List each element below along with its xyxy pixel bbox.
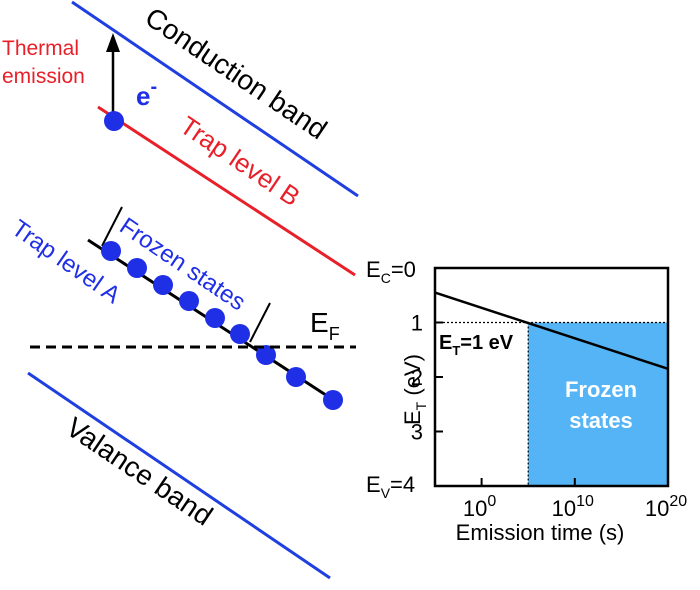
band-diagram: Conduction band Trap level B Thermal emi… bbox=[2, 0, 359, 580]
thermal-emission-label-line1: Thermal bbox=[2, 37, 79, 60]
x-tick-exponent: 0 bbox=[487, 493, 496, 510]
electron-trap-a-2 bbox=[127, 258, 147, 278]
threshold-label-main: E bbox=[439, 332, 452, 354]
ev-symbol: E bbox=[366, 472, 381, 497]
y-axis-title-main: E bbox=[400, 410, 425, 425]
electron-trap-a-5 bbox=[205, 308, 225, 328]
y-axis-title: ET (eV) bbox=[400, 354, 429, 425]
y-tick-label: 2 bbox=[411, 365, 423, 390]
arrow-up-icon bbox=[106, 33, 120, 52]
thermal-emission-label-line2: emission bbox=[2, 65, 85, 88]
electron-on-trap-b bbox=[104, 111, 124, 131]
ec-subscript: C bbox=[381, 270, 391, 286]
electron-trap-a-4 bbox=[179, 291, 199, 311]
x-tick-base: 10 bbox=[552, 496, 576, 521]
electron-trap-a-3 bbox=[153, 275, 173, 295]
x-tick-exponent: 10 bbox=[576, 493, 594, 510]
x-tick-exponent: 20 bbox=[669, 493, 687, 510]
y-axis-title-sub: T bbox=[413, 401, 429, 410]
electron-trap-a-7 bbox=[256, 345, 276, 365]
valance-band-label: Valance band bbox=[61, 411, 219, 531]
frozen-bracket-left bbox=[101, 206, 123, 247]
electron-label: e- bbox=[136, 76, 157, 111]
threshold-label-sub: T bbox=[452, 343, 460, 358]
electron-symbol: e bbox=[136, 81, 150, 111]
fermi-subscript: F bbox=[329, 324, 340, 344]
frozen-states-region bbox=[528, 322, 668, 486]
x-tick-base: 10 bbox=[645, 496, 669, 521]
trap-level-b-line bbox=[97, 105, 356, 277]
threshold-label: ET=1 eV bbox=[439, 332, 514, 358]
y-axis-title-unit: (eV) bbox=[400, 354, 425, 402]
frozen-region-label-line1: Frozen bbox=[565, 377, 637, 402]
x-tick-label: 100 bbox=[463, 493, 496, 521]
x-axis-title: Emission time (s) bbox=[456, 520, 625, 545]
fermi-symbol: E bbox=[310, 307, 329, 338]
electron-trap-a-6 bbox=[230, 324, 250, 344]
frozen-bracket-right bbox=[249, 302, 271, 343]
ec-value: =0 bbox=[391, 257, 416, 282]
x-tick-label: 1010 bbox=[552, 493, 594, 521]
conduction-band-label: Conduction band bbox=[140, 1, 333, 145]
ec-symbol: E bbox=[366, 257, 381, 282]
frozen-region-label-line2: states bbox=[569, 408, 633, 433]
electron-trap-a-1 bbox=[101, 241, 121, 261]
electron-charge: - bbox=[150, 76, 157, 98]
electron-trap-a-8 bbox=[286, 367, 306, 387]
trap-level-a-label: Trap level A bbox=[7, 215, 126, 309]
x-tick-base: 10 bbox=[463, 496, 487, 521]
conduction-band-line bbox=[71, 0, 359, 198]
x-tick-label: 1020 bbox=[645, 493, 687, 521]
y-axis-top-label: EC=0 bbox=[366, 257, 416, 286]
valance-band-line bbox=[27, 371, 331, 580]
emission-time-curve bbox=[435, 291, 668, 371]
y-tick-label: 3 bbox=[411, 420, 423, 445]
electron-trap-a-9 bbox=[323, 390, 343, 410]
fermi-level-label: EF bbox=[310, 307, 340, 344]
y-tick-label: 1 bbox=[411, 311, 423, 336]
ev-value: =4 bbox=[390, 472, 415, 497]
y-axis-bottom-label: EV=4 bbox=[366, 472, 415, 501]
threshold-label-tail: =1 eV bbox=[460, 332, 513, 354]
ev-subscript: V bbox=[381, 485, 391, 501]
